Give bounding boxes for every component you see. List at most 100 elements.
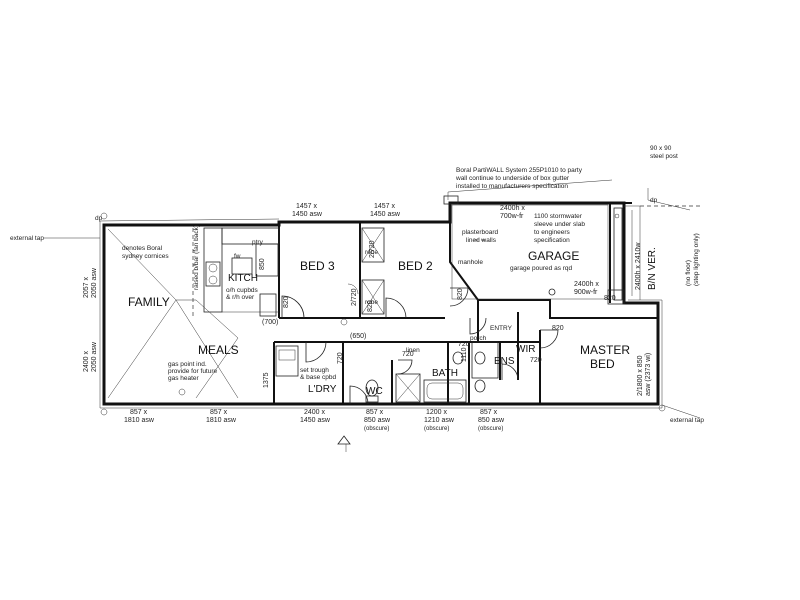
dim-bot-3b: 1450 asw xyxy=(300,417,331,424)
label-garage: GARAGE xyxy=(528,249,579,263)
label-pantry: ptry xyxy=(252,239,264,246)
dim-door-720c: 720 xyxy=(530,357,542,364)
note-raised-bar: raised b/bar (fan back) xyxy=(193,225,200,290)
dim-bot-2: 857 x xyxy=(210,409,228,416)
note-stormwater-1: 1100 stormwater xyxy=(534,213,583,220)
dim-left-1: 2057 x xyxy=(83,276,90,298)
dim-garage-2b: 900w-fr xyxy=(574,289,598,296)
dim-bot-5b: 1210 asw xyxy=(424,417,455,424)
label-ensuite: ENS xyxy=(494,356,515,367)
leaders xyxy=(44,179,701,452)
label-bath: BATH xyxy=(432,368,458,379)
note-steel-post-1: 90 x 90 xyxy=(650,145,672,152)
label-wc: WC xyxy=(366,386,383,397)
dim-bot-1b: 1810 asw xyxy=(124,417,155,424)
dim-850: 850 xyxy=(259,258,266,270)
dim-bot-4: 857 x xyxy=(366,409,384,416)
dim-bot-5: 1200 x xyxy=(426,409,448,416)
label-bed2: BED 2 xyxy=(398,259,433,273)
dim-bot-6: 857 x xyxy=(480,409,498,416)
dim-bot-3: 2400 x xyxy=(304,409,326,416)
note-floor-2: (step lighting only) xyxy=(693,233,700,286)
note-cornices-2: sydney cornices xyxy=(122,253,169,260)
label-master-bed: BED xyxy=(590,357,615,371)
note-partiwall-3: installed to manufacturers specification xyxy=(456,183,568,190)
note-plasterboard-1: plasterboard xyxy=(462,229,499,236)
dim-bot-4c: (obscure) xyxy=(364,426,389,432)
note-cupbds-1: o/h cupbds xyxy=(226,287,259,294)
label-linen: linen xyxy=(406,347,420,354)
dim-bot-6c: (obscure) xyxy=(478,426,503,432)
label-entry: ENTRY xyxy=(490,325,513,332)
dim-right-2b: asw (2373 wi) xyxy=(645,353,652,396)
label-master: MASTER xyxy=(580,343,630,357)
label-bed3: BED 3 xyxy=(300,259,335,273)
note-stormwater-2: sleeve under slab xyxy=(534,221,585,228)
note-manhole: manhole xyxy=(458,259,483,266)
dim-door-bed3: 820 xyxy=(283,296,290,308)
note-trough-2: & base cpbd xyxy=(300,374,337,381)
dim-door-720b: 720 xyxy=(458,341,470,348)
note-cupbds-2: & r/h over xyxy=(226,294,255,301)
dim-left-1b: 2050 asw xyxy=(91,267,98,298)
note-floor-1: (no floor) xyxy=(685,260,692,286)
note-partiwall-1: Boral PartiWALL System 255P1010 to party xyxy=(456,167,583,174)
note-cornices-1: denotes Boral xyxy=(122,245,163,252)
dim-bot-4b: 850 asw xyxy=(364,417,391,424)
note-gas-3: gas heater xyxy=(168,375,200,382)
dimensions: 1457 x 1450 asw 1457 x 1450 asw 2057 x 2… xyxy=(83,203,652,432)
kitchen-fixtures xyxy=(192,227,280,318)
dim-top-1: 1457 x xyxy=(296,203,318,210)
dim-2720b: 2/720 xyxy=(369,240,376,258)
dim-bot-1: 857 x xyxy=(130,409,148,416)
dim-left-2b: 2050 asw xyxy=(91,341,98,372)
note-garage-floor: garage poured as rqd xyxy=(510,265,573,272)
note-plasterboard-2: lined walls xyxy=(466,237,497,244)
dim-1375: 1375 xyxy=(263,372,270,388)
note-trough-1: set trough xyxy=(300,367,329,374)
label-fw: fw xyxy=(234,253,241,260)
dim-top-1b: 1450 asw xyxy=(292,211,323,218)
dim-left-2: 2400 x xyxy=(83,350,90,372)
dim-right-2: 2/1800 x 850 xyxy=(637,355,644,396)
dim-bot-2b: 1810 asw xyxy=(206,417,237,424)
note-stormwater-3: to engineers xyxy=(534,229,571,236)
dim-bot-5c: (obscure) xyxy=(424,426,449,432)
wet-fixtures xyxy=(275,341,499,403)
label-porch: porch xyxy=(470,335,487,342)
dim-door-dp: 820 xyxy=(604,295,616,302)
garage-details xyxy=(443,195,641,305)
note-ext-tap-right: external tap xyxy=(670,417,704,424)
note-partiwall-2: wall continue to underside of box gutter xyxy=(455,175,570,182)
note-gas-2: provide for future xyxy=(168,368,218,375)
dim-garage-1: 2400h x xyxy=(500,205,525,212)
label-robe-bed3: robe xyxy=(365,249,378,256)
dim-650: (650) xyxy=(350,333,366,340)
dim-bot-6b: 850 asw xyxy=(478,417,505,424)
internal-walls xyxy=(273,202,658,404)
dim-door-bed2: 820 xyxy=(367,300,374,312)
dim-door-garage: 820 xyxy=(457,288,464,300)
door-swings xyxy=(281,287,559,405)
dim-700: (700) xyxy=(262,319,278,326)
label-dp-left: dp xyxy=(95,215,103,222)
cornice-lines xyxy=(107,228,239,399)
label-laundry: L'DRY xyxy=(308,384,337,395)
note-gas-1: gas point ind. xyxy=(168,361,207,368)
label-kitchen: KITCH xyxy=(228,273,258,284)
label-family: FAMILY xyxy=(128,295,170,309)
note-steel-post-2: steel post xyxy=(650,153,678,160)
label-wir: WIR xyxy=(516,344,535,355)
dim-top-2b: 1450 asw xyxy=(370,211,401,218)
dim-2720a: 2/720 xyxy=(351,288,358,306)
dim-right-1: 2400h x 2410w xyxy=(635,242,642,290)
notes: Boral PartiWALL System 255P1010 to party… xyxy=(10,145,704,424)
dim-top-2: 1457 x xyxy=(374,203,396,210)
label-dp-right: dp xyxy=(650,197,658,204)
dim-1110: 1110 xyxy=(461,347,468,362)
label-robe-bed2: robe xyxy=(365,299,378,306)
dim-door-720d: 720 xyxy=(337,352,344,364)
note-ext-tap-left: external tap xyxy=(10,235,44,242)
robes xyxy=(347,227,385,315)
